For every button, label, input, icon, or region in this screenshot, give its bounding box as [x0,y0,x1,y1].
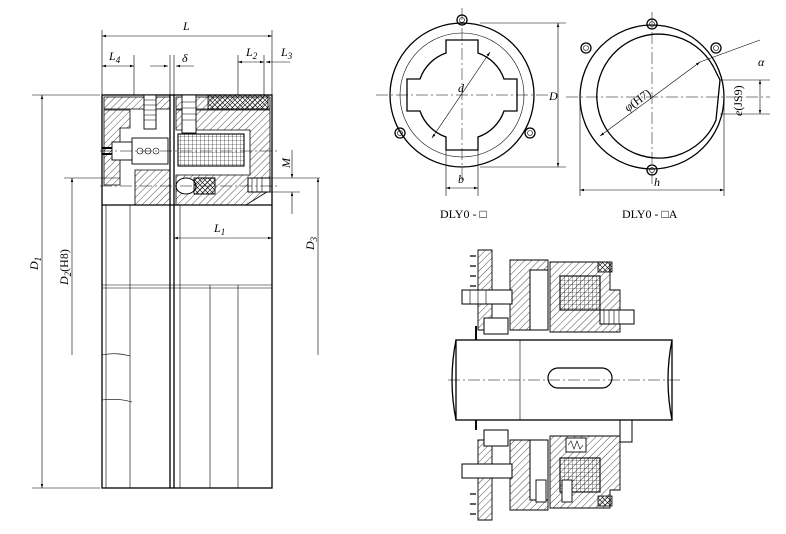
main-section-view [100,94,278,489]
dim-L4: L4 [108,49,121,65]
friction-lining [207,94,269,110]
dim-L3: L3 [280,45,293,61]
dly0a-end-view: φ(H7) α e(JS9) h DLY0 - □A [566,12,770,221]
dim-M: M [279,157,293,169]
dim-L1: L1 [213,221,225,237]
dim-delta: δ [182,51,188,65]
dim-L2: L2 [245,45,258,61]
dim-L: L [182,19,190,33]
dim-b: b [458,172,464,186]
dim-alpha: α [758,55,765,69]
caption-dly0a: DLY0 - □A [622,207,678,221]
dly0-end-view: d D b DLY0 - □ [376,8,566,221]
dim-D1: D1 [27,257,43,271]
dim-d: d [458,81,465,95]
dim-D: D [548,89,558,103]
coil-winding [177,133,245,167]
keyed-bore [596,33,721,159]
shaft-keyway [547,367,613,389]
assembly-section-view [448,249,680,521]
dim-e: e(JS9) [731,85,745,116]
dim-h: h [654,175,660,189]
dim-phi: φ(H7) [622,86,654,115]
left-labels: L L4 δ L2 L3 L1 M D1 D2(H8) D3 [27,19,319,286]
left-dimensions [32,30,320,489]
dim-D3: D3 [303,236,319,251]
caption-dly0: DLY0 - □ [440,207,487,221]
dim-D2: D2(H8) [57,249,73,286]
